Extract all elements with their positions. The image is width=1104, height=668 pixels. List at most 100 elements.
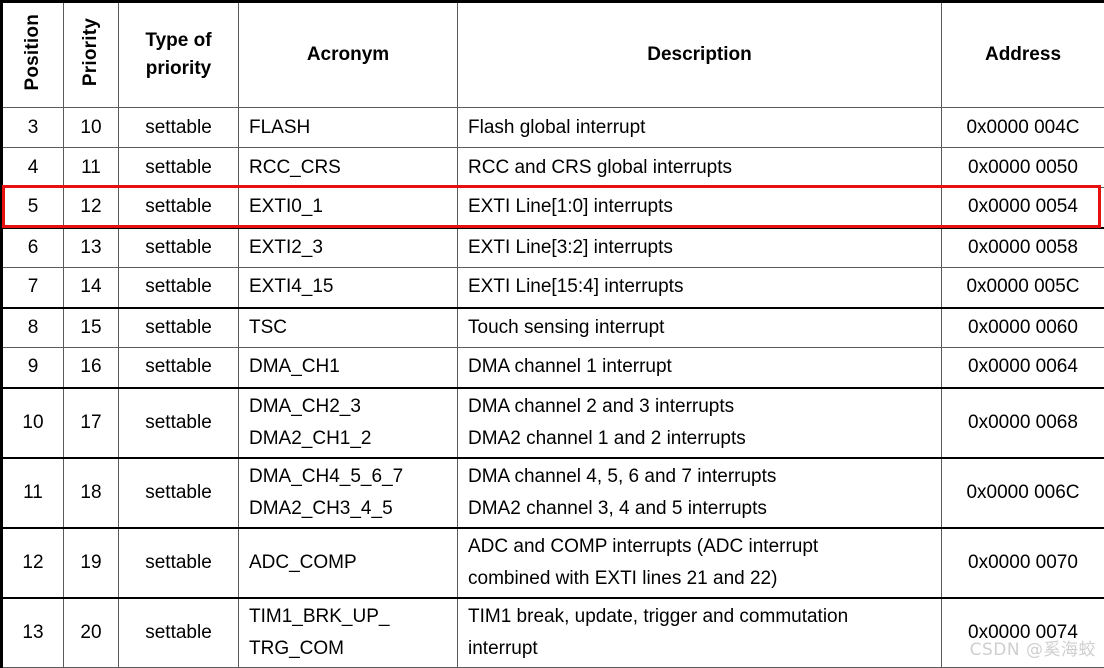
cell-line: DMA channel 4, 5, 6 and 7 interrupts <box>468 465 777 487</box>
cell-acronym: ADC_COMP <box>238 527 458 599</box>
cell-position: 11 <box>1 457 64 529</box>
cell-priority: 15 <box>63 307 119 348</box>
cell-position: 13 <box>1 597 64 668</box>
cell-acronym: EXTI0_1 <box>238 187 458 229</box>
cell-line: EXTI Line[1:0] interrupts <box>468 196 673 218</box>
cell-type-of-priority: settable <box>118 107 239 148</box>
cell-description: EXTI Line[3:2] interrupts <box>457 227 942 268</box>
cell-line: DMA_CH1 <box>249 356 340 378</box>
cell-address: 0x0000 0074 <box>941 597 1104 668</box>
cell-address: 0x0000 0060 <box>941 307 1104 348</box>
table-header-row: Position Priority Type of priority Acron… <box>1 1 1104 108</box>
cell-type-of-priority: settable <box>118 347 239 389</box>
cell-priority: 13 <box>63 227 119 268</box>
cell-line: ADC_COMP <box>249 551 357 573</box>
cell-type-of-priority: settable <box>118 457 239 529</box>
cell-position: 8 <box>1 307 64 348</box>
cell-type-of-priority: settable <box>118 187 239 229</box>
cell-acronym: FLASH <box>238 107 458 148</box>
cell-position: 10 <box>1 387 64 459</box>
cell-line: TIM1 break, update, trigger and commutat… <box>468 606 849 628</box>
cell-type-of-priority: settable <box>118 307 239 348</box>
cell-description: EXTI Line[1:0] interrupts <box>457 187 942 229</box>
cell-position: 3 <box>1 107 64 148</box>
cell-position: 7 <box>1 267 64 309</box>
cell-line: DMA_CH4_5_6_7 <box>249 465 404 487</box>
column-header-acronym: Acronym <box>238 1 458 108</box>
cell-line: combined with EXTI lines 21 and 22) <box>468 567 778 589</box>
cell-address: 0x0000 0068 <box>941 387 1104 459</box>
column-header-description: Description <box>457 1 942 108</box>
cell-position: 9 <box>1 347 64 389</box>
cell-priority: 18 <box>63 457 119 529</box>
cell-type-of-priority: settable <box>118 597 239 668</box>
cell-address: 0x0000 0054 <box>941 187 1104 229</box>
cell-address: 0x0000 005C <box>941 267 1104 309</box>
cell-line: DMA2_CH3_4_5 <box>249 497 393 519</box>
column-header-type-of-priority: Type of priority <box>118 1 239 108</box>
cell-line: Touch sensing interrupt <box>468 316 665 338</box>
cell-line: EXTI0_1 <box>249 196 323 218</box>
column-header-type-line1: Type of <box>145 29 212 51</box>
column-header-position-label: Position <box>21 13 43 91</box>
cell-address: 0x0000 004C <box>941 107 1104 148</box>
column-header-address: Address <box>941 1 1104 108</box>
column-header-position: Position <box>1 1 64 108</box>
cell-line: EXTI Line[3:2] interrupts <box>468 236 673 258</box>
cell-line: DMA channel 2 and 3 interrupts <box>468 395 735 417</box>
cell-priority: 10 <box>63 107 119 148</box>
cell-address: 0x0000 0058 <box>941 227 1104 268</box>
cell-acronym: EXTI2_3 <box>238 227 458 268</box>
cell-line: DMA2_CH1_2 <box>249 427 372 449</box>
cell-line: TRG_COM <box>249 637 344 659</box>
cell-position: 12 <box>1 527 64 599</box>
cell-acronym: RCC_CRS <box>238 147 458 188</box>
cell-priority: 17 <box>63 387 119 459</box>
cell-line: DMA_CH2_3 <box>249 395 361 417</box>
cell-acronym: TSC <box>238 307 458 348</box>
column-header-priority-label: Priority <box>79 17 101 86</box>
cell-line: TSC <box>249 316 287 338</box>
cell-line: Flash global interrupt <box>468 116 646 138</box>
cell-priority: 20 <box>63 597 119 668</box>
cell-priority: 16 <box>63 347 119 389</box>
cell-type-of-priority: settable <box>118 527 239 599</box>
cell-priority: 14 <box>63 267 119 309</box>
cell-type-of-priority: settable <box>118 227 239 268</box>
cell-line: RCC_CRS <box>249 156 341 178</box>
cell-description: DMA channel 1 interrupt <box>457 347 942 389</box>
cell-address: 0x0000 0050 <box>941 147 1104 188</box>
cell-line: EXTI4_15 <box>249 276 334 298</box>
cell-description: Flash global interrupt <box>457 107 942 148</box>
cell-type-of-priority: settable <box>118 147 239 188</box>
cell-line: TIM1_BRK_UP_ <box>249 606 390 628</box>
column-header-type-line2: priority <box>145 58 212 79</box>
cell-acronym: EXTI4_15 <box>238 267 458 309</box>
cell-line: FLASH <box>249 116 311 138</box>
cell-type-of-priority: settable <box>118 387 239 459</box>
table-header: Position Priority Type of priority Acron… <box>1 1 1104 108</box>
cell-acronym: TIM1_BRK_UP_ TRG_COM <box>238 597 458 668</box>
cell-line: DMA2 channel 3, 4 and 5 interrupts <box>468 497 767 519</box>
cell-address: 0x0000 006C <box>941 457 1104 529</box>
cell-description: Touch sensing interrupt <box>457 307 942 348</box>
cell-priority: 11 <box>63 147 119 188</box>
